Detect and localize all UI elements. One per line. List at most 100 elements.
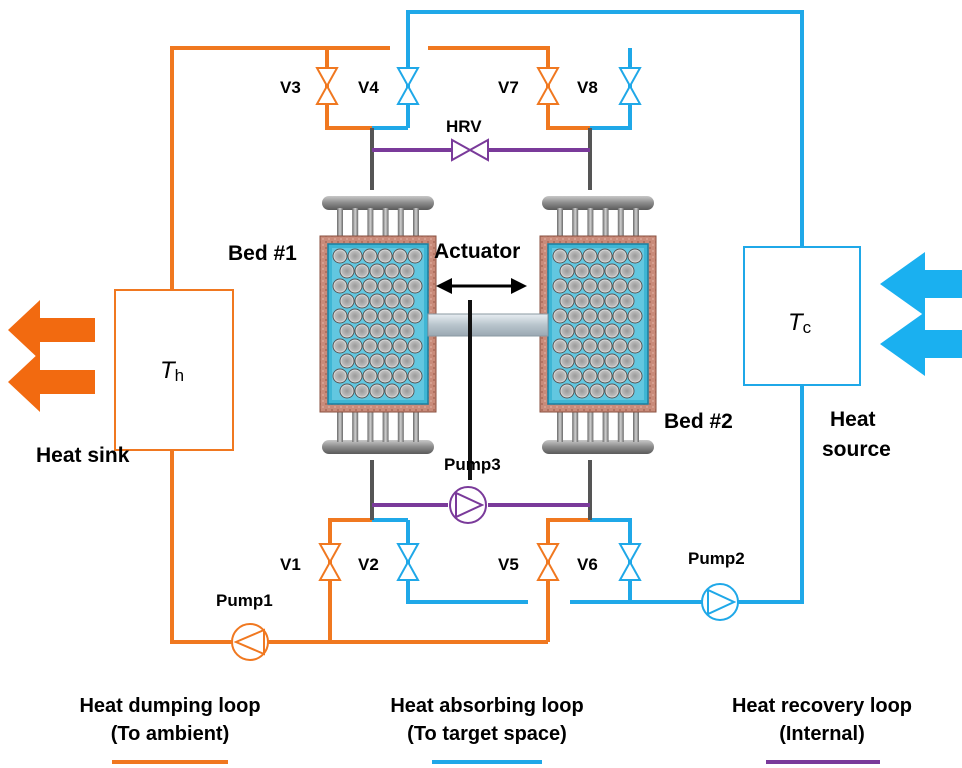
bed-tube [619,323,635,339]
bed-tube [339,353,355,369]
bed-header-tube [557,208,563,238]
legend-dumping-line1: Heat dumping loop [79,695,260,717]
bed-tube [627,308,643,324]
heat-sink-label: Heat sink [36,444,130,467]
bed-tube [362,248,378,264]
bed-header-tube [633,208,639,238]
bed-tube [597,368,613,384]
bed-tube [339,293,355,309]
bed-tube [597,308,613,324]
bed-header-tube [602,208,609,238]
bed-tube [332,338,348,354]
heat-out-arrow-icon [8,300,95,360]
bed-header-tube [572,406,579,442]
bed-header-top [322,196,434,210]
bed-header-tube [382,406,389,442]
valve-v6 [618,543,642,581]
bed-header-tube [617,208,624,238]
bed-tube [552,368,568,384]
bed-tube [574,323,590,339]
heat-in-arrow-icon [880,252,962,316]
bed-tube [407,308,423,324]
bed-tube [627,278,643,294]
bed-tube [612,278,628,294]
bed-header-tube [413,208,419,238]
tc-label: Tc [788,309,812,337]
bed-tube [339,263,355,279]
bed-header-tube [413,406,419,442]
bed-tube [582,368,598,384]
bed-tube [589,353,605,369]
bed-header-top [542,196,654,210]
bed-tube [612,368,628,384]
bed-tube [627,368,643,384]
bed-tube [619,263,635,279]
heat-in-arrow-icon [880,312,962,376]
bed-tube [339,323,355,339]
bed-tube [597,278,613,294]
bed-header-tube [382,208,389,238]
bed-tube [612,338,628,354]
bed-tube [369,293,385,309]
bed-tube [612,308,628,324]
heat-sink-box [114,289,234,451]
bed-tube [597,248,613,264]
bed-tube [399,353,415,369]
bed-tube [604,293,620,309]
bed-tube [392,248,408,264]
v1-label: V1 [280,555,301,574]
bed-tube [384,263,400,279]
heat-source-label-line2: source [822,438,891,461]
actuator-label: Actuator [434,240,520,263]
heat-recovery-loop-pipes [372,148,590,507]
v2-label: V2 [358,555,379,574]
bed-tube [399,383,415,399]
bed-tube [354,323,370,339]
bed-header-tube [337,406,343,442]
bed-header-tube [397,406,404,442]
actuator-arrow-icon [436,278,527,294]
valve-v5 [536,543,560,581]
bed-tube [604,353,620,369]
bed-tube [574,353,590,369]
bed-tube [347,278,363,294]
bed-tube [582,248,598,264]
bed-header-tube [352,208,359,238]
bed-header-tube [367,208,374,238]
bed-tube [589,383,605,399]
bed-tube [384,383,400,399]
bed-tube [597,338,613,354]
bed-tube [567,308,583,324]
bed-header-tube [617,406,624,442]
bed-tube [347,368,363,384]
bed-tube [559,383,575,399]
bed-tube [347,338,363,354]
heat-in-arrows [880,252,962,376]
bed-tube [369,383,385,399]
bed-header-tube [572,208,579,238]
v4-label: V4 [358,78,379,97]
bed-tube [362,308,378,324]
bed-tube [354,293,370,309]
bed-header-bottom [322,440,434,454]
bed-tube [332,278,348,294]
bed-tube [559,353,575,369]
v5-label: V5 [498,555,519,574]
bed-tube [332,368,348,384]
legend-absorbing-line1: Heat absorbing loop [390,695,583,717]
bed-tube [407,248,423,264]
heat-out-arrow-icon [8,352,95,412]
bed-tube [377,278,393,294]
v8-label: V8 [577,78,598,97]
bed-tube [392,368,408,384]
bed-header-tube [352,406,359,442]
bed-tube [377,368,393,384]
bed-tube [619,353,635,369]
bed-tube [627,338,643,354]
bed-tube [377,338,393,354]
bed-tube [332,308,348,324]
bed-tube [559,263,575,279]
th-label: Th [160,357,184,385]
bed-tube [552,248,568,264]
legend-dumping-line2: (To ambient) [111,723,230,745]
